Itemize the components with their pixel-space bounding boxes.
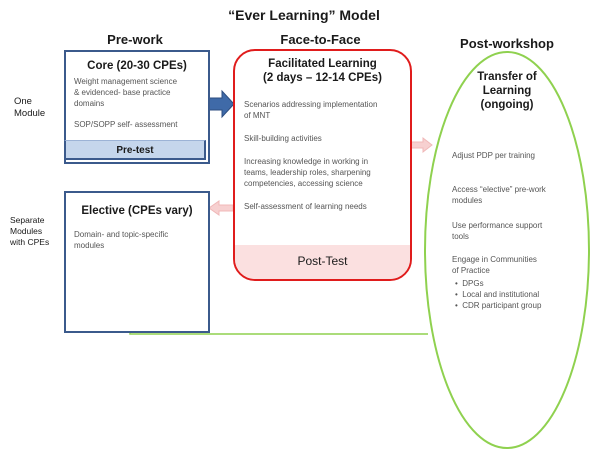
face-item-3: Increasing knowledge in working in teams…	[244, 157, 371, 188]
elective-title: Elective (CPEs vary)	[81, 205, 193, 217]
face-title: Facilitated Learning (2 days – 12-14 CPE…	[263, 58, 382, 84]
core-assessment: SOP/SOPP self- assessment	[74, 120, 178, 129]
post-title: Transfer of Learning (ongoing)	[477, 71, 537, 111]
post-item-4: Engage in Communities of Practice	[452, 255, 537, 275]
post-item-1: Adjust PDP per training	[452, 151, 536, 160]
header-face-to-face: Face-to-Face	[280, 32, 361, 47]
face-item-2: Skill-building activities	[244, 134, 322, 143]
post-item-2: Access “elective” pre-work modules	[452, 185, 546, 205]
label-one-module: One Module	[14, 96, 46, 119]
face-item-4: Self-assessment of learning needs	[244, 202, 367, 211]
header-post-workshop: Post-workshop	[460, 36, 554, 51]
core-to-face-arrow	[206, 89, 235, 119]
bullet-item: • DPGs	[455, 279, 484, 288]
post-bullets: • DPGs • Local and institutional • CDR p…	[455, 278, 541, 311]
pretest-bar: Pre-test	[64, 140, 206, 160]
core-description: Weight management science & evidenced- b…	[74, 77, 178, 108]
face-item-1: Scenarios addressing implementation of M…	[244, 100, 378, 120]
diagram-title: “Ever Learning” Model	[228, 7, 380, 23]
face-to-post-arrow	[408, 136, 433, 154]
face-to-elective-arrow	[208, 200, 234, 216]
bullet-item: • CDR participant group	[455, 301, 542, 310]
elective-description: Domain- and topic-specific modules	[74, 230, 169, 250]
header-pre-work: Pre-work	[107, 32, 163, 47]
posttest-bar: Post-Test	[235, 245, 410, 279]
label-separate-modules: Separate Modules with CPEs	[10, 215, 50, 247]
elective-box: Elective (CPEs vary) Domain- and topic-s…	[64, 191, 210, 333]
face-to-face-box: Facilitated Learning (2 days – 12-14 CPE…	[233, 49, 412, 281]
post-item-3: Use performance support tools	[452, 221, 543, 241]
core-title: Core (20-30 CPEs)	[87, 60, 187, 72]
bullet-item: • Local and institutional	[455, 290, 540, 299]
